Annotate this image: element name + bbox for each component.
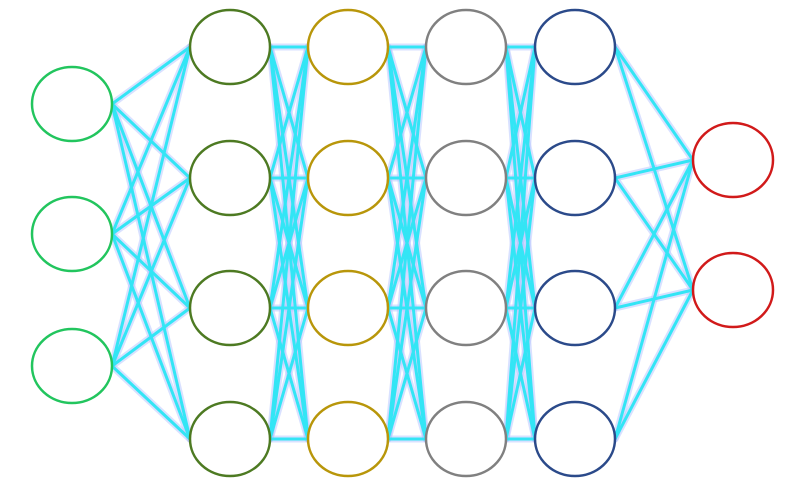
hidden-layer-3-neuron-1 [424,8,508,86]
connection-0-2-0 [110,45,192,368]
hidden-layer-1-neuron-2 [188,139,272,217]
connection-4-0-0 [613,45,695,162]
hidden-layer-3-neuron-3 [424,269,508,347]
hidden-layer-4-neuron-3 [533,269,617,347]
hidden-layer-1-neuron-4 [188,400,272,478]
connection-1-3-2 [268,306,310,441]
hidden-layer-4 [533,8,617,478]
connection-0-2-1 [110,176,192,368]
hidden-layer-3 [424,8,508,478]
connection-3-3-2 [504,306,537,441]
neurons [30,8,775,478]
connection-0-0-0 [110,45,192,106]
input-layer-neuron-2 [30,195,114,273]
connection-0-1-0 [110,45,192,236]
connection-3-3-0 [504,45,537,441]
connection-3-3-1 [504,176,537,441]
connection-2-3-0 [386,45,428,441]
connection-2-2-0 [386,45,428,310]
connection-4-1-0 [613,158,695,180]
hidden-layer-4-neuron-4 [533,400,617,478]
output-layer-neuron-2 [691,251,775,329]
hidden-layer-2-neuron-2 [306,139,390,217]
connection-4-2-0 [613,158,695,310]
output-layer [691,121,775,329]
connection-2-1-0 [386,45,428,180]
connection-1-3-1 [268,176,310,441]
connection-0-2-2 [110,306,192,368]
connection-1-3-0 [268,45,310,441]
hidden-layer-4-neuron-2 [533,139,617,217]
connection-2-3-1 [386,176,428,441]
hidden-layer-3-neuron-4 [424,400,508,478]
connection-0-2-3 [110,364,192,441]
connections [108,43,697,443]
connection-3-2-0 [504,45,537,310]
connection-1-2-0 [268,45,310,310]
connection-4-3-1 [613,288,695,441]
output-layer-neuron-1 [691,121,775,199]
hidden-layer-4-neuron-1 [533,8,617,86]
hidden-layer-1-neuron-3 [188,269,272,347]
hidden-layer-1-neuron-1 [188,8,272,86]
input-layer [30,65,114,405]
hidden-layer-1 [188,8,272,478]
hidden-layer-2-neuron-1 [306,8,390,86]
hidden-layer-2 [306,8,390,478]
connection-1-1-0 [268,45,310,180]
hidden-layer-3-neuron-2 [424,139,508,217]
hidden-layer-2-neuron-3 [306,269,390,347]
input-layer-neuron-3 [30,327,114,405]
connection-2-3-2 [386,306,428,441]
connection-3-1-0 [504,45,537,180]
hidden-layer-2-neuron-4 [306,400,390,478]
connection-4-3-0 [613,158,695,441]
input-layer-neuron-1 [30,65,114,143]
